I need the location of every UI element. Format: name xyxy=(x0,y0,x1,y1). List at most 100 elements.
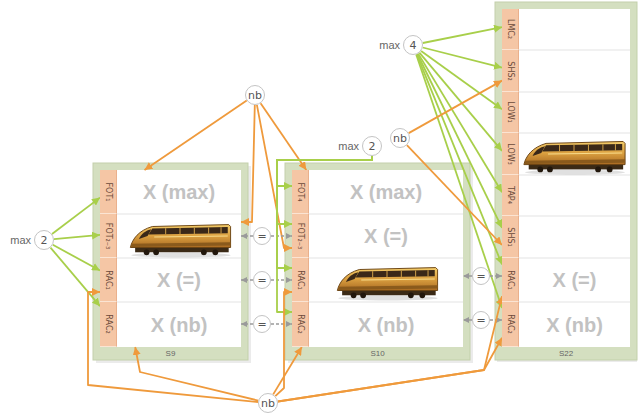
slot-cell: X (nb) xyxy=(519,302,630,347)
slot-row: LOW₁ xyxy=(502,92,630,133)
slot-cell: X (=) xyxy=(519,258,630,302)
nb-arrow xyxy=(145,101,247,170)
slot-strip: LOW₁ xyxy=(502,92,519,133)
slot-cell: X (nb) xyxy=(309,302,463,347)
constraint-value: 4 xyxy=(410,40,417,51)
equality-arrow xyxy=(271,235,292,236)
equality-circle: = xyxy=(253,315,271,333)
station-label: S10 xyxy=(370,350,384,358)
constraint-value: 2 xyxy=(41,235,48,246)
station-label: S22 xyxy=(559,350,573,358)
equality-arrow xyxy=(271,279,292,280)
constraint-value: nb xyxy=(248,90,262,101)
equality-circle: = xyxy=(253,227,271,245)
train-illustration xyxy=(524,141,625,174)
slot-row: RAC₁ X (=) xyxy=(502,258,630,302)
equality-circle: = xyxy=(253,271,271,289)
slot-name: SHS₁ xyxy=(506,227,514,246)
constraint-circle: nb xyxy=(245,85,265,105)
slot-name: RAC₁ xyxy=(104,270,112,289)
constraint-value: = xyxy=(257,231,266,242)
slot-name: TAP₄ xyxy=(506,186,514,204)
row-dividers xyxy=(309,214,463,302)
slot-strip: RAC₂ xyxy=(100,302,117,347)
nb-arrow xyxy=(135,347,258,401)
station-panel: S10 FOT₄ X (max) FOT₂₋₃ X (=) RAC₁ RAC₂ X (nb) xyxy=(285,163,470,360)
train-illustration xyxy=(130,225,230,258)
constraint-circle: max2 xyxy=(362,136,382,156)
slot-strip: SHS₂ xyxy=(502,50,519,92)
equality-circle: = xyxy=(472,267,490,285)
constraint-value: = xyxy=(257,319,266,330)
slot-row: LMC₂ xyxy=(502,9,630,50)
slot-name: FOT₂₋₃ xyxy=(296,222,304,248)
slot-value: X (max) xyxy=(143,181,215,203)
row-dividers xyxy=(117,214,241,302)
slot-row: FOT₄ X (max) xyxy=(292,170,463,214)
slot-row: TAP₄ xyxy=(502,175,630,216)
slot-row: LOW₃ xyxy=(502,133,630,175)
slot-strip: LMC₂ xyxy=(502,9,519,50)
slot-name: RAC₁ xyxy=(296,270,304,289)
constraint-label: max xyxy=(10,235,31,246)
nb-arrow xyxy=(88,292,258,402)
slot-value: X (nb) xyxy=(546,314,603,336)
slot-row: RAC₂ X (nb) xyxy=(100,302,241,347)
slot-name: FOT₄ xyxy=(296,182,304,201)
slot-name: LMC₂ xyxy=(506,19,514,39)
slot-row: SHS₁ xyxy=(502,216,630,258)
slot-row: FOT₂₋₃ X (=) xyxy=(292,214,463,258)
panel-frame xyxy=(285,163,470,360)
max-arrow xyxy=(277,156,372,312)
slot-value: X (max) xyxy=(350,181,422,203)
slot-row: RAC₁ X (=) xyxy=(100,258,241,302)
constraint-value: nb xyxy=(261,398,275,409)
slot-strip: RAC₂ xyxy=(502,302,519,347)
slot-strip: RAC₁ xyxy=(292,258,309,302)
slot-strip: RAC₁ xyxy=(502,258,519,302)
constraint-value: = xyxy=(476,315,485,326)
slot-name: RAC₁ xyxy=(506,270,514,289)
panel-frame xyxy=(495,2,637,360)
slot-strip: FOT₂₋₃ xyxy=(100,214,117,258)
slot-name: LOW₁ xyxy=(506,101,514,123)
constraint-value: = xyxy=(476,271,485,282)
max-arrow xyxy=(423,27,502,43)
panel-ground xyxy=(292,170,463,347)
slot-name: FOT₁ xyxy=(104,182,112,201)
max-arrow xyxy=(51,248,101,307)
nb-arrow xyxy=(275,292,292,396)
slot-row: RAC₂ X (nb) xyxy=(502,302,630,347)
station-panel: S22LMC₂SHS₂LOW₁LOW₃TAP₄SHS₁RAC₁X (=)RAC₂… xyxy=(495,2,637,360)
slot-row: SHS₂ xyxy=(502,50,630,92)
panel-frame xyxy=(93,163,248,360)
slot-name: LOW₃ xyxy=(506,143,514,165)
train-illustration xyxy=(337,268,437,301)
nb-arrow xyxy=(241,105,255,222)
slot-cell: X (=) xyxy=(309,214,463,258)
slot-cell: X (=) xyxy=(117,258,241,302)
slot-strip: RAC₁ xyxy=(100,258,117,302)
slot-strip: SHS₁ xyxy=(502,216,519,258)
nb-arrow xyxy=(409,81,502,134)
equality-arrow xyxy=(241,279,253,280)
equality-arrow xyxy=(241,323,253,324)
station-panel: S9 FOT₁ X (max) FOT₂₋₃ RAC₁ X (=)RAC₂ X (nb) xyxy=(93,163,248,360)
panel-shadow xyxy=(96,166,251,363)
slot-row: FOT₁ X (max) xyxy=(100,170,241,214)
slot-name: RAC₂ xyxy=(506,314,514,333)
constraint-circle: max4 xyxy=(403,35,423,55)
slot-strip: FOT₄ xyxy=(292,170,309,214)
slot-cell: X (max) xyxy=(309,170,463,214)
constraint-value: nb xyxy=(393,133,407,144)
slot-name: RAC₂ xyxy=(296,314,304,333)
slot-row: RAC₂ X (nb) xyxy=(292,302,463,347)
station-label: S9 xyxy=(166,350,176,358)
constraint-label: max xyxy=(379,40,400,51)
equality-arrow xyxy=(463,275,472,276)
equality-circle: = xyxy=(472,311,490,329)
max-arrow xyxy=(423,48,502,68)
slot-value: X (nb) xyxy=(151,314,208,336)
